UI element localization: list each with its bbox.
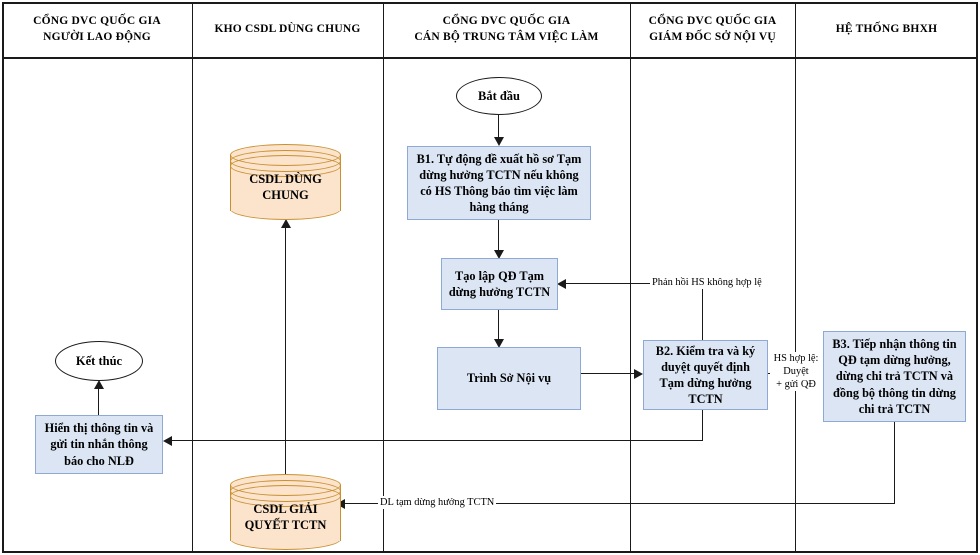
lane-header-nld-line2: NGƯỜI LAO ĐỘNG bbox=[43, 30, 151, 43]
lane-divider-1 bbox=[192, 2, 193, 553]
node-trinh-so-noi-vu-label: Trình Sở Nội vụ bbox=[466, 371, 552, 386]
edge-label-phan-hoi: Phản hồi HS không hợp lệ bbox=[650, 276, 764, 289]
header-separator-line bbox=[2, 57, 978, 59]
lane-header-nld-line1: CỔNG DVC QUỐC GIA bbox=[33, 14, 161, 27]
node-start[interactable]: Bắt đầu bbox=[456, 77, 542, 115]
connector-b1-taolap-line bbox=[498, 220, 500, 252]
node-taolap-qd[interactable]: Tạo lập QĐ Tạm dừng hưởng TCTN bbox=[441, 258, 558, 310]
connector-start-b1-line bbox=[498, 114, 500, 140]
node-start-label: Bắt đầu bbox=[477, 88, 521, 103]
connector-hienthi-end-arrow bbox=[94, 380, 104, 389]
connector-taolap-trinhso-line bbox=[498, 309, 500, 341]
node-b3[interactable]: B3. Tiếp nhận thông tin QĐ tạm dừng hưởn… bbox=[823, 331, 966, 422]
db-chung-line1: CSDL DÙNG bbox=[249, 171, 322, 186]
connector-taolap-trinhso-arrow bbox=[494, 339, 504, 348]
node-end[interactable]: Kết thúc bbox=[55, 341, 143, 381]
node-db-csdl-dung-chung-label: CSDL DÙNG CHUNG bbox=[230, 144, 341, 220]
connector-trinhso-b2-arrow bbox=[634, 369, 643, 379]
edge-label-hs-hop-le-l2: Duyệt bbox=[783, 366, 809, 377]
node-taolap-qd-label: Tạo lập QĐ Tạm dừng hưởng TCTN bbox=[448, 268, 551, 299]
lane-header-giamdoc: CỔNG DVC QUỐC GIA GIÁM ĐỐC SỞ NỘI VỤ bbox=[630, 2, 795, 57]
db-tctn-line1: CSDL GIẢI bbox=[253, 501, 318, 516]
lane-header-nld: CỔNG DVC QUỐC GIA NGƯỜI LAO ĐỘNG bbox=[2, 2, 192, 57]
connector-db-db-arrow bbox=[281, 219, 291, 228]
node-end-label: Kết thúc bbox=[75, 353, 123, 368]
connector-b1-taolap-arrow bbox=[494, 250, 504, 259]
lane-divider-3 bbox=[630, 2, 631, 553]
connector-b2-hienthi-horizontal bbox=[172, 440, 703, 442]
lane-header-bhxh: HỆ THỐNG BHXH bbox=[795, 2, 978, 57]
lane-divider-2 bbox=[383, 2, 384, 553]
connector-b2-hienthi-vertical bbox=[702, 410, 704, 441]
node-b3-label: B3. Tiếp nhận thông tin QĐ tạm dừng hưởn… bbox=[832, 336, 957, 416]
connector-hienthi-end-line bbox=[98, 387, 100, 415]
connector-b3-db-vertical bbox=[894, 422, 896, 504]
edge-label-dl-tam-dung: DL tạm dừng hưởng TCTN bbox=[378, 496, 497, 509]
connector-db-db-line bbox=[285, 228, 287, 474]
connector-b2-feedback-horizontal bbox=[566, 283, 703, 285]
lane-header-giamdoc-line1: CỔNG DVC QUỐC GIA bbox=[648, 14, 777, 27]
lane-header-giamdoc-line2: GIÁM ĐỐC SỞ NỘI VỤ bbox=[649, 30, 776, 43]
db-tctn-line2: QUYẾT TCTN bbox=[244, 518, 327, 532]
connector-b2-hienthi-arrow bbox=[163, 436, 172, 446]
edge-label-hs-hop-le: HS hợp lệ: Duyệt + gửi QĐ bbox=[770, 352, 822, 391]
node-b1[interactable]: B1. Tự động đề xuất hồ sơ Tạm dừng hưởng… bbox=[407, 146, 591, 220]
connector-trinhso-b2-line bbox=[580, 373, 637, 375]
node-b2[interactable]: B2. Kiểm tra và ký duyệt quyết định Tạm … bbox=[643, 340, 768, 410]
node-hien-thi-thong-tin-label: Hiển thị thông tin và gửi tin nhắn thông… bbox=[44, 421, 154, 468]
node-db-csdl-dung-chung[interactable]: CSDL DÙNG CHUNG bbox=[230, 144, 341, 220]
lane-header-canbo: CỔNG DVC QUỐC GIA CÁN BỘ TRUNG TÂM VIỆC … bbox=[383, 2, 630, 57]
lane-header-bhxh-line1: HỆ THỐNG BHXH bbox=[835, 22, 938, 35]
lane-header-canbo-line1: CỔNG DVC QUỐC GIA bbox=[442, 14, 571, 27]
connector-start-b1-arrow bbox=[494, 137, 504, 146]
node-b2-label: B2. Kiểm tra và ký duyệt quyết định Tạm … bbox=[655, 343, 756, 407]
db2-ring-2-icon bbox=[230, 485, 341, 507]
connector-b3-db-horizontal bbox=[345, 503, 895, 505]
db-ring-2-icon bbox=[230, 155, 341, 177]
edge-label-hs-hop-le-l3: + gửi QĐ bbox=[776, 379, 816, 390]
db-chung-line2: CHUNG bbox=[262, 188, 309, 202]
lane-header-kho-line1: KHO CSDL DÙNG CHUNG bbox=[214, 22, 361, 35]
connector-b2-feedback-arrow bbox=[557, 279, 566, 289]
edge-label-hs-hop-le-l1: HS hợp lệ: bbox=[773, 353, 819, 364]
node-hien-thi-thong-tin[interactable]: Hiển thị thông tin và gửi tin nhắn thông… bbox=[35, 415, 163, 474]
connector-b2-feedback-vertical bbox=[702, 283, 704, 340]
lane-header-kho: KHO CSDL DÙNG CHUNG bbox=[192, 2, 383, 57]
lane-header-canbo-line2: CÁN BỘ TRUNG TÂM VIỆC LÀM bbox=[414, 30, 599, 43]
node-db-csdl-giai-quyet-tctn[interactable]: CSDL GIẢI QUYẾT TCTN bbox=[230, 474, 341, 550]
lane-divider-4 bbox=[795, 2, 796, 553]
node-db-csdl-giai-quyet-tctn-label: CSDL GIẢI QUYẾT TCTN bbox=[230, 474, 341, 550]
node-b1-label: B1. Tự động đề xuất hồ sơ Tạm dừng hưởng… bbox=[416, 151, 582, 215]
node-trinh-so-noi-vu[interactable]: Trình Sở Nội vụ bbox=[437, 347, 581, 410]
